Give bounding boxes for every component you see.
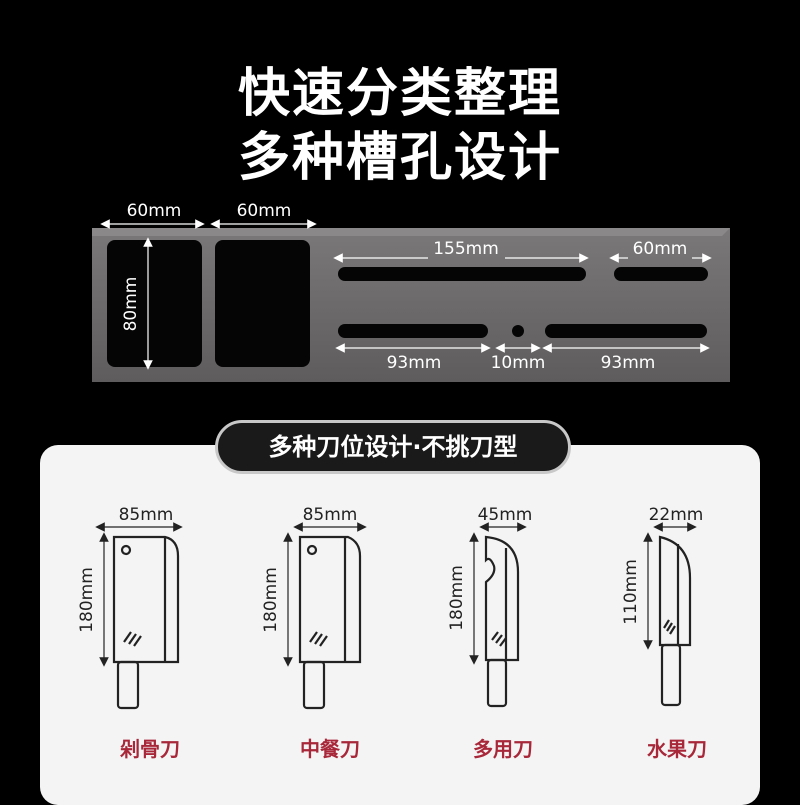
knife2-name: 中餐刀 [300, 737, 360, 761]
long-slot [338, 267, 586, 281]
dim-slot1-width: 60mm [127, 201, 182, 221]
hole [512, 325, 524, 337]
dim-slot2-width: 60mm [237, 201, 292, 221]
headline-line-1: 快速分类整理 [237, 64, 562, 124]
dim-short-slot: 60mm [633, 239, 688, 259]
square-slot-2 [215, 240, 310, 367]
dim-slot-height: 80mm [121, 277, 141, 332]
short-slot [614, 267, 708, 281]
headline-line-2: 多种槽孔设计 [237, 128, 562, 188]
dim-lower-left: 93mm [387, 353, 442, 373]
dim-hole: 10mm [491, 353, 546, 373]
lower-left-slot [338, 324, 488, 338]
knife3-name: 多用刀 [473, 737, 533, 761]
dim-lower-right: 93mm [601, 353, 656, 373]
dim-long-slot: 155mm [433, 239, 499, 259]
lower-right-slot [545, 324, 707, 338]
rack-illustration: 60mm 60mm 80mm 155mm 60mm 93mm 10mm 93mm [92, 201, 730, 382]
square-slot-1 [107, 240, 202, 367]
knife4-name: 水果刀 [647, 737, 707, 761]
knife1-name: 剁骨刀 [120, 737, 180, 761]
section-label: 多种刀位设计·不挑刀型 [215, 420, 571, 474]
